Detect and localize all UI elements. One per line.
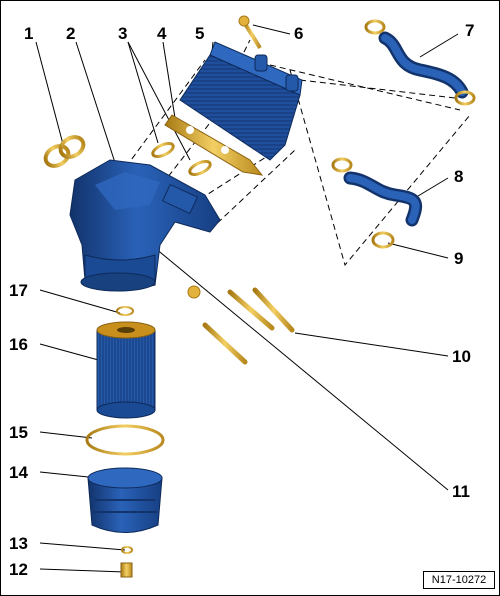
callout-13: 13	[9, 534, 28, 553]
part-10-bolts	[187, 285, 295, 365]
part-8-coolant-hose	[331, 157, 423, 227]
part-7-coolant-hose	[364, 19, 476, 106]
part-4-seal-plate	[164, 114, 264, 176]
callout-12: 12	[9, 560, 28, 579]
part-13-seal	[121, 546, 133, 554]
callout-8: 8	[454, 167, 464, 186]
part-3-o-rings	[151, 142, 212, 176]
part-2-filter-housing	[69, 159, 221, 292]
part-1-gasket	[43, 135, 86, 168]
part-5-oil-cooler	[179, 41, 303, 161]
reference-number: N17-10272	[423, 571, 495, 589]
callout-10: 10	[452, 347, 471, 366]
callout-7: 7	[465, 21, 475, 40]
part-15-seal-ring	[85, 424, 165, 456]
callout-11: 11	[452, 482, 470, 501]
callout-14: 14	[9, 463, 28, 482]
callout-4: 4	[157, 24, 167, 43]
part-6-screw	[238, 15, 262, 50]
part-14-filter-cap	[87, 467, 163, 533]
callout-2: 2	[66, 24, 76, 43]
part-9-hose-clamp	[371, 231, 395, 249]
callout-15: 15	[9, 423, 28, 442]
callout-16: 16	[9, 335, 28, 354]
callout-6: 6	[294, 24, 304, 43]
callout-9: 9	[454, 249, 464, 268]
part-12-drain-plug	[120, 562, 133, 578]
callout-5: 5	[195, 24, 205, 43]
part-17-o-ring	[116, 306, 134, 316]
callout-1: 1	[24, 24, 34, 43]
callout-3: 3	[118, 24, 128, 43]
part-16-filter-element	[96, 321, 156, 419]
callout-17: 17	[9, 281, 28, 300]
